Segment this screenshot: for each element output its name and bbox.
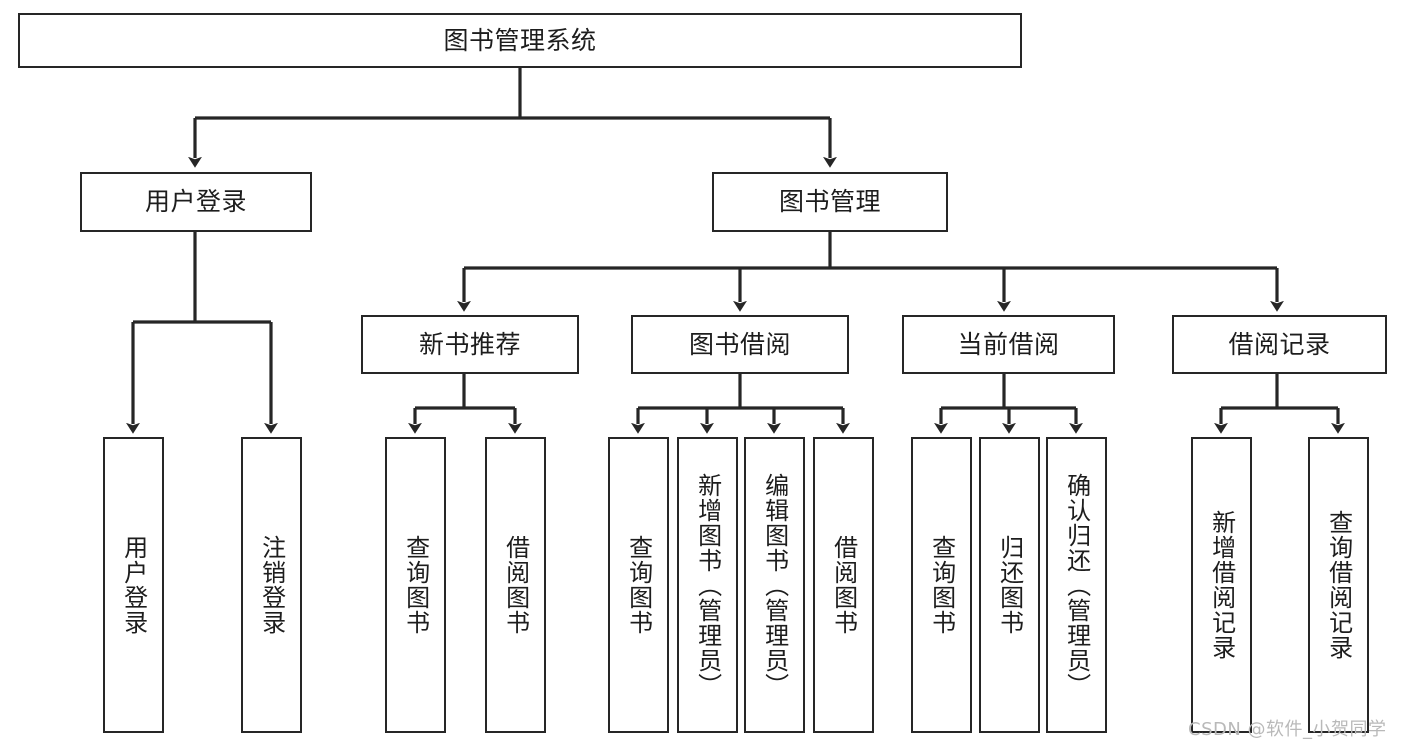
node-book-management-label: 图书管理 — [778, 187, 881, 217]
node-current-borrow-label: 当前借阅 — [957, 329, 1060, 359]
node-leaf-add-book[interactable]: 新增图书（管理员） — [677, 437, 738, 733]
node-book-management[interactable]: 图书管理 — [712, 172, 948, 232]
node-leaf-query-book-3-label: 查询图书 — [927, 535, 956, 635]
node-leaf-add-record[interactable]: 新增借阅记录 — [1191, 437, 1252, 733]
node-leaf-user-login[interactable]: 用户登录 — [103, 437, 164, 733]
node-leaf-query-book-2-label: 查询图书 — [624, 535, 653, 635]
node-leaf-edit-book[interactable]: 编辑图书（管理员） — [744, 437, 805, 733]
node-leaf-user-logout-label: 注销登录 — [257, 535, 286, 635]
node-leaf-query-record-label: 查询借阅记录 — [1324, 510, 1353, 660]
node-leaf-borrow-book-1-label: 借阅图书 — [501, 535, 530, 635]
node-book-borrow[interactable]: 图书借阅 — [631, 315, 849, 374]
node-leaf-return-book-label: 归还图书 — [995, 535, 1024, 635]
node-leaf-query-book-1-label: 查询图书 — [401, 535, 430, 635]
node-leaf-query-book-3[interactable]: 查询图书 — [911, 437, 972, 733]
node-leaf-borrow-book-2-label: 借阅图书 — [829, 535, 858, 635]
node-borrow-record-label: 借阅记录 — [1228, 329, 1331, 359]
node-leaf-query-book-1[interactable]: 查询图书 — [385, 437, 446, 733]
node-leaf-user-login-label: 用户登录 — [119, 535, 148, 635]
node-leaf-confirm-return[interactable]: 确认归还（管理员） — [1046, 437, 1107, 733]
node-leaf-query-record[interactable]: 查询借阅记录 — [1308, 437, 1369, 733]
node-current-borrow[interactable]: 当前借阅 — [902, 315, 1115, 374]
node-leaf-confirm-return-label: 确认归还（管理员） — [1062, 472, 1091, 698]
node-leaf-user-logout[interactable]: 注销登录 — [241, 437, 302, 733]
node-new-book-recommend[interactable]: 新书推荐 — [361, 315, 579, 374]
node-leaf-add-book-label: 新增图书（管理员） — [693, 472, 722, 698]
node-user-login[interactable]: 用户登录 — [80, 172, 312, 232]
node-leaf-edit-book-label: 编辑图书（管理员） — [760, 472, 789, 698]
node-root[interactable]: 图书管理系统 — [18, 13, 1022, 68]
node-leaf-borrow-book-1[interactable]: 借阅图书 — [485, 437, 546, 733]
node-leaf-query-book-2[interactable]: 查询图书 — [608, 437, 669, 733]
node-user-login-label: 用户登录 — [144, 187, 247, 217]
node-root-label: 图书管理系统 — [443, 25, 597, 55]
node-leaf-return-book[interactable]: 归还图书 — [979, 437, 1040, 733]
node-new-book-recommend-label: 新书推荐 — [418, 329, 521, 359]
node-book-borrow-label: 图书借阅 — [688, 329, 791, 359]
node-leaf-borrow-book-2[interactable]: 借阅图书 — [813, 437, 874, 733]
node-leaf-add-record-label: 新增借阅记录 — [1207, 510, 1236, 660]
node-borrow-record[interactable]: 借阅记录 — [1172, 315, 1387, 374]
watermark-text: CSDN @软件_小贺同学 — [1188, 719, 1387, 740]
